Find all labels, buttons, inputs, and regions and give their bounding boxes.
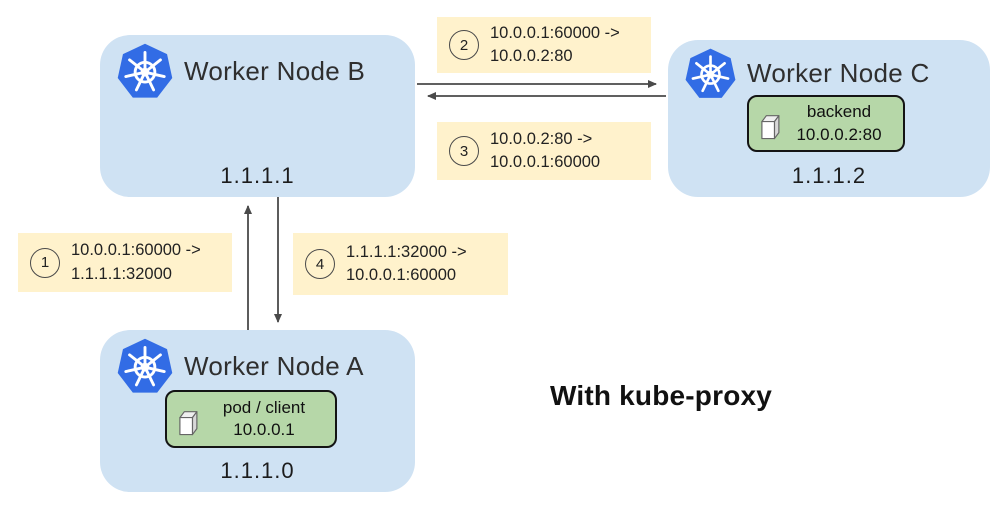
kubernetes-icon bbox=[685, 48, 736, 98]
worker-node-c-ip: 1.1.1.2 bbox=[791, 163, 867, 188]
worker-node-a-ip: 1.1.1.0 bbox=[220, 458, 295, 483]
mapping-line-2: 10.0.0.1:60000 bbox=[490, 153, 601, 171]
step-label-1: 1 10.0.0.1:60000 -> 1.1.1.1:32000 bbox=[18, 233, 232, 292]
step-mapping-text: 10.0.0.1:60000 -> 10.0.0.2:80 bbox=[490, 22, 620, 68]
pod-address: 10.0.0.2:80 bbox=[796, 124, 882, 144]
step-mapping-text: 10.0.0.2:80 -> 10.0.0.1:60000 bbox=[490, 128, 600, 174]
step-number-circle: 1 bbox=[30, 247, 60, 278]
worker-node-b-header: Worker Node B bbox=[100, 35, 415, 100]
mapping-line-2: 10.0.0.2:80 bbox=[490, 47, 573, 65]
diagram-caption: With kube-proxy bbox=[549, 380, 773, 411]
kubernetes-icon bbox=[117, 338, 173, 393]
mapping-line-2: 1.1.1.1:32000 bbox=[71, 264, 172, 283]
step-number-circle: 3 bbox=[449, 136, 479, 166]
client-pod-labels: pod / client 10.0.0.1 bbox=[203, 397, 325, 441]
pod-address: 10.0.0.1 bbox=[233, 420, 295, 439]
worker-node-b-ip: 1.1.1.1 bbox=[220, 163, 295, 188]
pod-name: backend bbox=[806, 102, 872, 122]
worker-node-c-header: Worker Node C bbox=[668, 40, 990, 100]
worker-node-a-box: Worker Node A pod / client 10.0.0.1 1.1.… bbox=[100, 330, 415, 492]
container-cube-icon bbox=[761, 115, 780, 140]
worker-node-c-title: Worker Node C bbox=[747, 58, 930, 88]
step-mapping-text: 1.1.1.1:32000 -> 10.0.0.1:60000 bbox=[346, 241, 467, 287]
mapping-line-2: 10.0.0.1:60000 bbox=[346, 266, 457, 284]
worker-node-a-title: Worker Node A bbox=[184, 350, 364, 381]
step-label-2: 2 10.0.0.1:60000 -> 10.0.0.2:80 bbox=[437, 17, 651, 73]
worker-node-a-header: Worker Node A bbox=[100, 330, 415, 395]
mapping-line-1: 10.0.0.2:80 -> bbox=[490, 129, 593, 148]
container-cube-icon bbox=[179, 410, 198, 435]
pod-name: pod / client bbox=[222, 397, 306, 417]
mapping-line-1: 10.0.0.1:60000 -> bbox=[71, 241, 201, 260]
worker-node-b-title: Worker Node B bbox=[184, 55, 366, 86]
kubernetes-icon bbox=[117, 43, 173, 98]
backend-pod-labels: backend 10.0.0.2:80 bbox=[785, 101, 893, 145]
worker-node-c-box: Worker Node C backend 10.0.0.2:80 1.1.1.… bbox=[668, 40, 990, 197]
backend-pod-box: backend 10.0.0.2:80 bbox=[747, 95, 905, 152]
mapping-line-1: 1.1.1.1:32000 -> bbox=[346, 242, 467, 261]
step-number-circle: 2 bbox=[449, 30, 479, 60]
step-mapping-text: 10.0.0.1:60000 -> 1.1.1.1:32000 bbox=[71, 239, 201, 285]
step-number-circle: 4 bbox=[305, 249, 335, 279]
step-label-4: 4 1.1.1.1:32000 -> 10.0.0.1:60000 bbox=[293, 233, 508, 295]
mapping-line-1: 10.0.0.1:60000 -> bbox=[490, 23, 620, 42]
client-pod-box: pod / client 10.0.0.1 bbox=[165, 390, 337, 448]
worker-node-b-box: Worker Node B 1.1.1.1 bbox=[100, 35, 415, 197]
step-label-3: 3 10.0.0.2:80 -> 10.0.0.1:60000 bbox=[437, 122, 651, 180]
